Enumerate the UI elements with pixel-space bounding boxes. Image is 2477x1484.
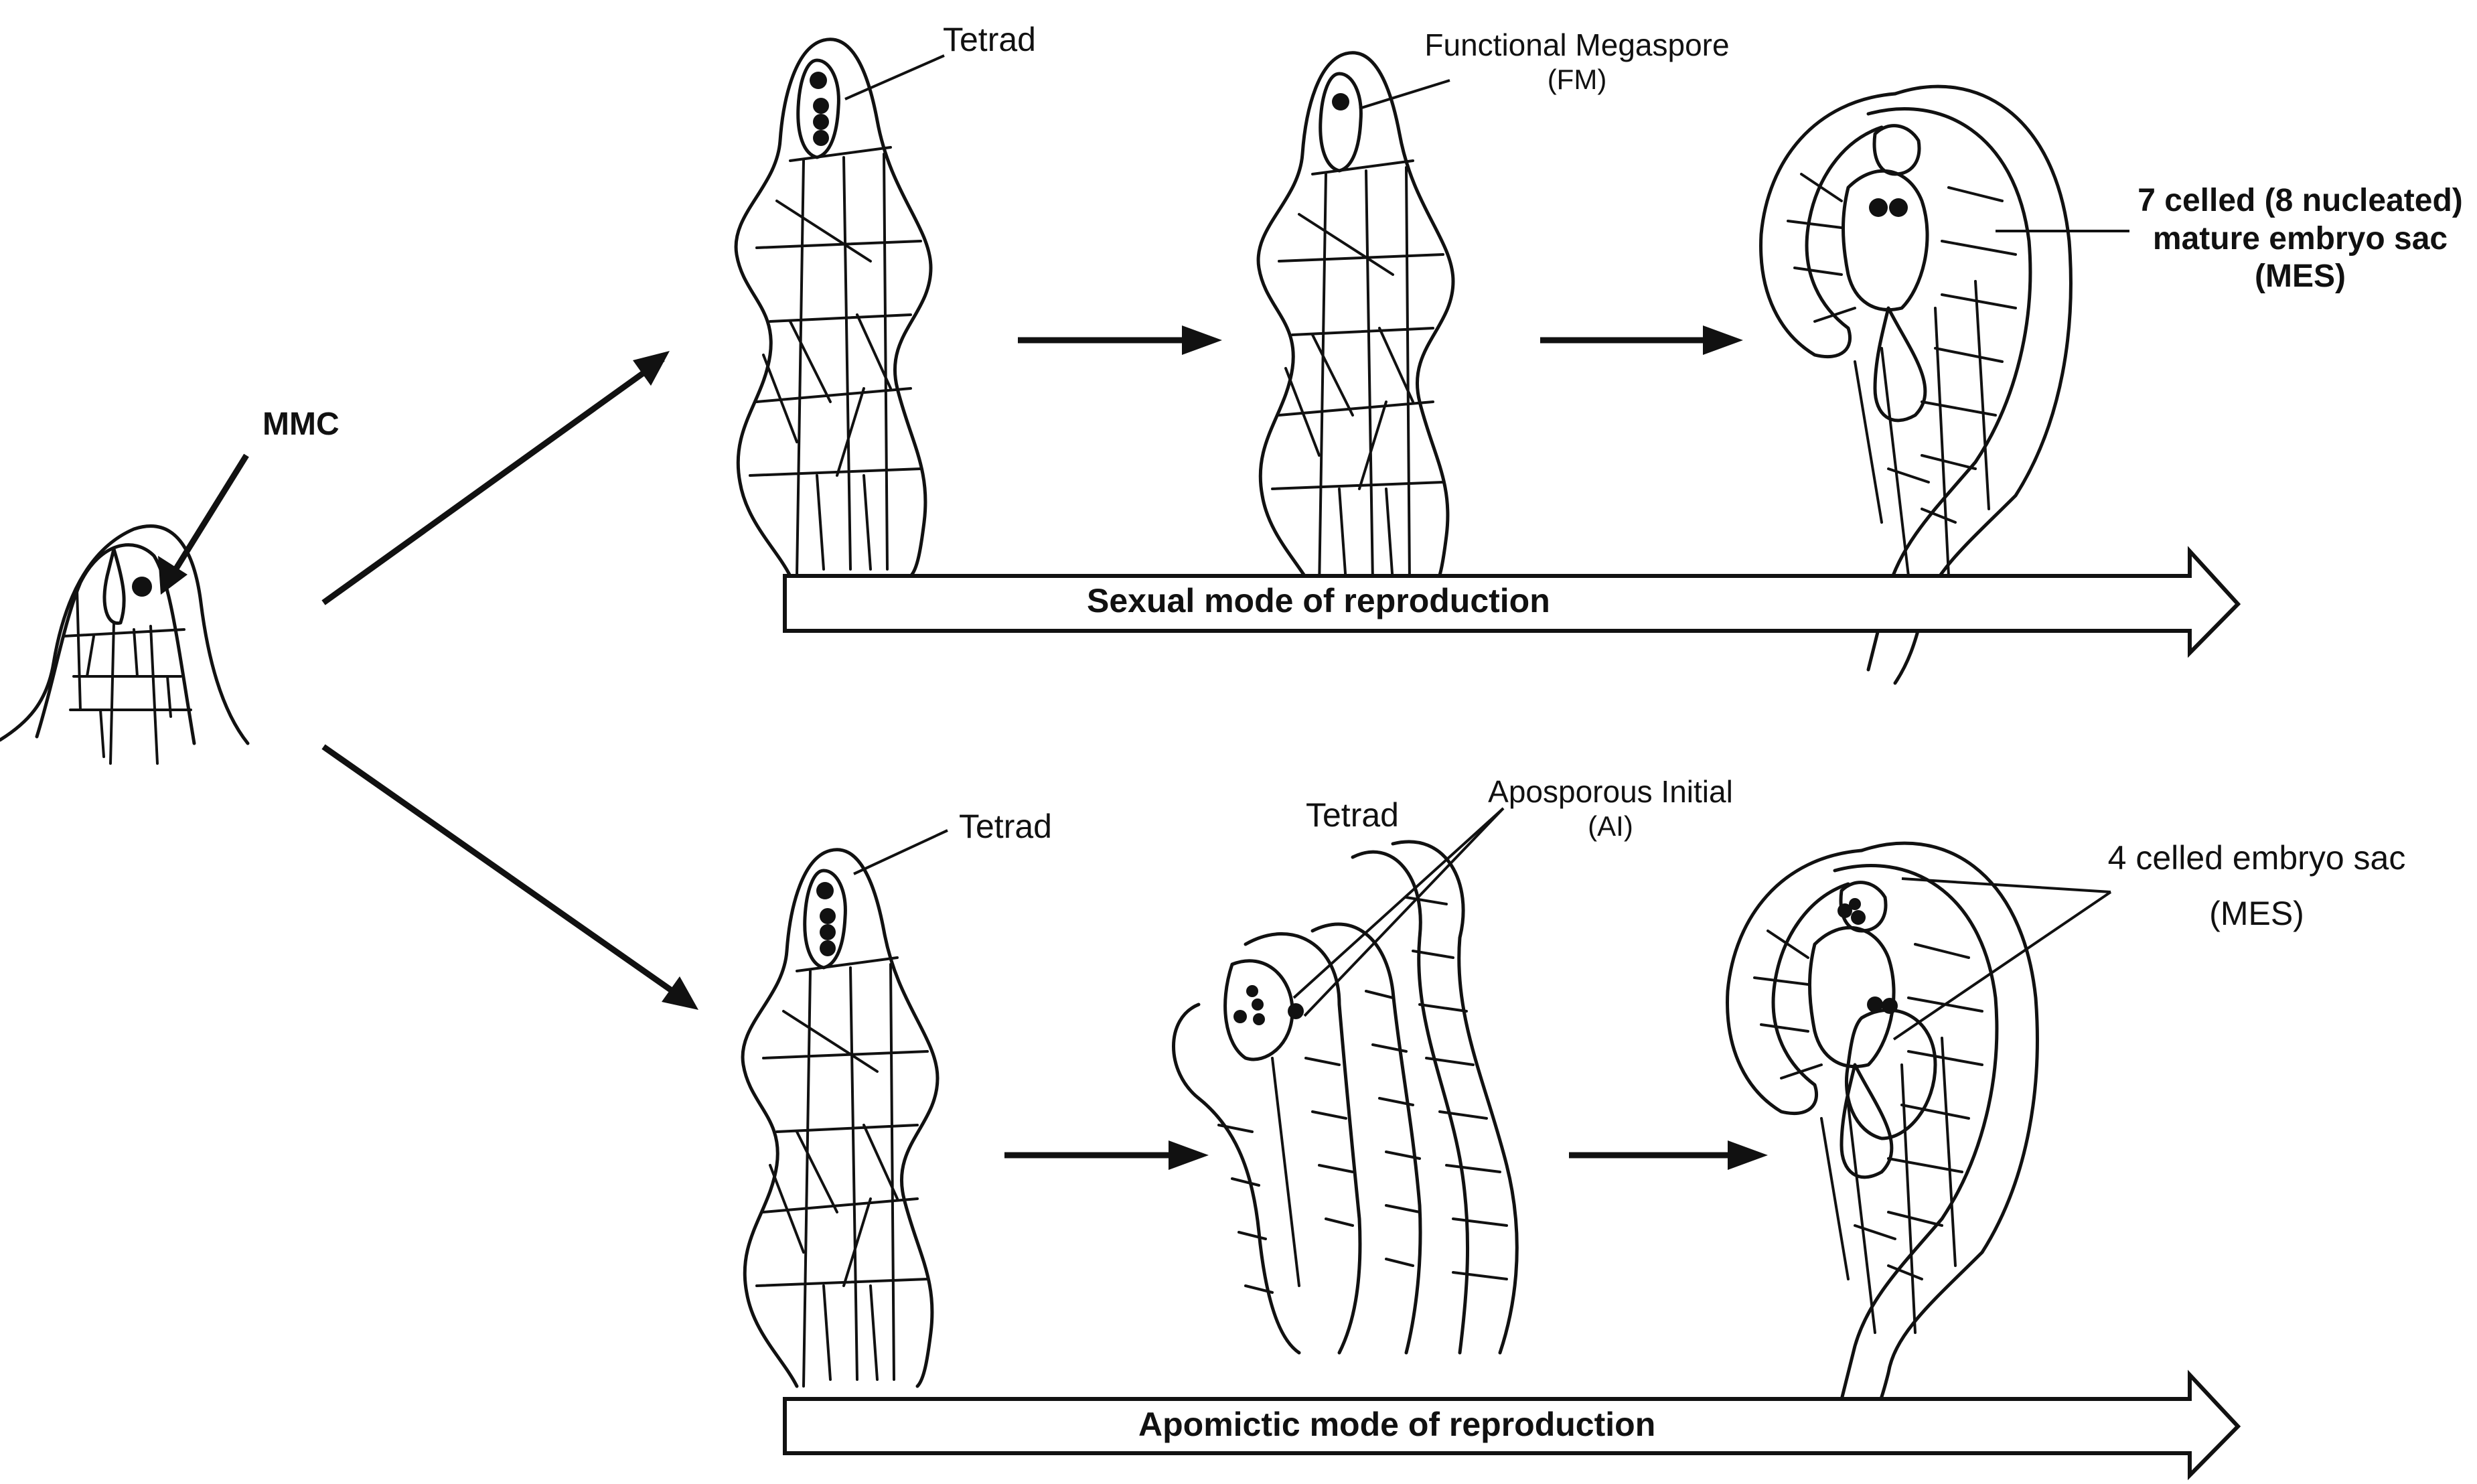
functional-megaspore-label: Functional Megaspore (FM) xyxy=(1403,27,1751,96)
mes-top-line3: (MES) xyxy=(2255,258,2346,295)
mes-top-line1: 7 celled (8 nucleated) xyxy=(2137,183,2463,218)
bottom-mature-ovule xyxy=(1728,843,2038,1440)
mmc-nucleus xyxy=(132,577,152,597)
mes-bottom-line1: 4 celled embryo sac xyxy=(2107,839,2406,877)
sexual-banner-arrow xyxy=(783,546,2241,658)
fm-line1: Functional Megaspore xyxy=(1424,27,1730,62)
apomictic-banner-arrow xyxy=(783,1369,2241,1481)
top-mature-ovule xyxy=(1761,86,2071,683)
top-fm-ovule xyxy=(1258,53,1453,589)
arrow-to-apomictic xyxy=(321,744,698,1010)
mes-bottom-line2: (MES) xyxy=(2209,894,2304,932)
top-tetrad-ovule xyxy=(736,40,931,576)
arrow-bottom-1 xyxy=(1004,1140,1209,1170)
mmc-label: MMC xyxy=(262,406,340,442)
mmc-pointer-arrow xyxy=(158,453,249,595)
bottom-ai-ovule xyxy=(1172,840,1519,1355)
mes-bottom-label: 4 celled embryo sac (MES) xyxy=(2056,830,2458,941)
mmc-nucellus xyxy=(0,524,250,765)
arrow-to-sexual xyxy=(321,351,670,605)
ai-line1: Aposporous Initial xyxy=(1488,774,1733,809)
arrow-bottom-2 xyxy=(1569,1140,1768,1170)
bottom-tetrad-ovule xyxy=(743,850,937,1386)
ai-line2: (AI) xyxy=(1588,810,1633,842)
leader-lines xyxy=(844,54,2129,1041)
arrow-top-2 xyxy=(1540,325,1743,355)
arrow-top-1 xyxy=(1018,325,1222,355)
fm-line2: (FM) xyxy=(1547,64,1607,96)
mes-top-line2: mature embryo sac xyxy=(2152,220,2448,256)
mes-top-label: 7 celled (8 nucleated) mature embryo sac… xyxy=(2126,182,2474,296)
tetrad-label-bottom-1: Tetrad xyxy=(959,808,1052,845)
tetrad-label-bottom-2: Tetrad xyxy=(1306,796,1399,834)
tetrad-label-top: Tetrad xyxy=(943,21,1036,58)
sexual-banner-label: Sexual mode of reproduction xyxy=(1087,582,1550,619)
apomictic-banner-label: Apomictic mode of reproduction xyxy=(1138,1406,1656,1443)
aposporous-initial-label: Aposporous Initial (AI) xyxy=(1463,773,1758,843)
